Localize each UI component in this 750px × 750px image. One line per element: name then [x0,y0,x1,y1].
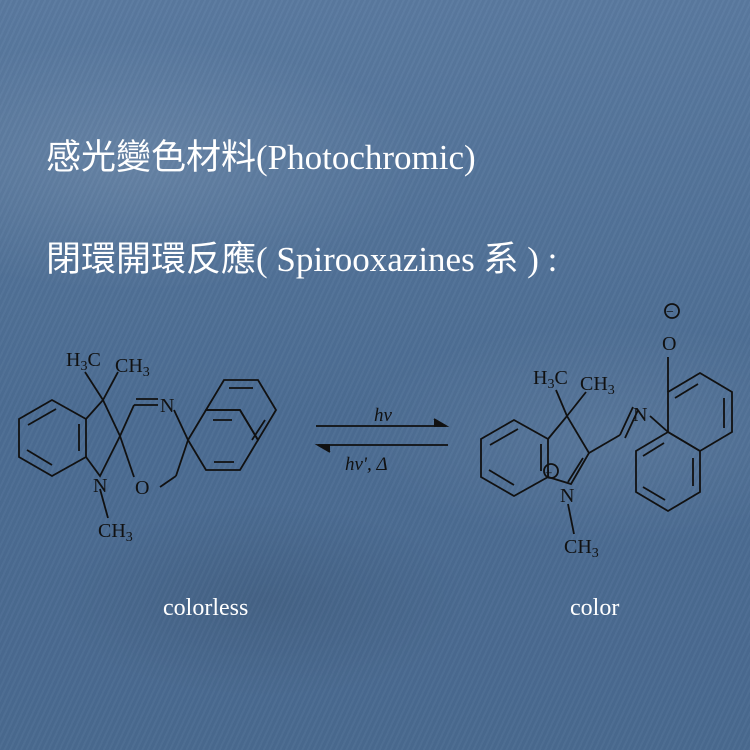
forward-arrowhead [433,418,450,427]
left-pyrrolidine-ring [85,398,122,478]
left-benzene-double-bond [26,449,53,466]
left-naphthalene-ring-a [186,409,260,471]
right-h3c-label: H3C [533,367,568,392]
slide-title: 感光變色材料(Photochromic) [46,138,476,177]
left-oxazine-bond [119,404,135,437]
equilibrium-arrows [314,418,450,453]
molecule-open-form [480,303,733,535]
left-methyl-bond [84,371,104,401]
negative-charge-circle [664,303,680,319]
right-naphthalene-ring-a [667,371,733,453]
right-methyl-bond [555,389,568,417]
right-indolium-n-label: N [560,485,574,507]
molecule-closed-form [18,371,278,519]
slide-subtitle: 閉環開環反應( Spirooxazines 系 ) : [46,240,558,279]
left-ring-n-label: N [93,475,107,497]
right-indolium-ring [547,414,591,486]
right-o-label: O [662,333,676,355]
right-ch3-top-label: CH3 [580,373,615,398]
left-h3c-label: H3C [66,349,101,374]
colorless-label: colorless [163,595,249,621]
right-benzene-double-bond [489,428,519,446]
right-naphthalene-double-bond [642,442,665,457]
forward-condition-label: hv [374,405,393,426]
right-vinyl-bond [588,434,621,454]
left-oxazine-bond [173,409,189,441]
right-methyl-bond [566,391,587,417]
right-n-aryl-bond [649,415,669,433]
right-ch3-bottom-label: CH3 [564,536,599,561]
left-methyl-bond [102,371,119,401]
right-benzene-double-bond [488,469,515,486]
left-ch3-bottom-label: CH3 [98,520,133,545]
right-imine-n-label: N [633,404,647,426]
right-indolium-double-bond [567,457,584,483]
left-naphthalene-ring-b [204,379,278,442]
color-label: color [570,595,620,621]
left-benzene-double-bond [27,408,57,426]
left-o-label: O [135,477,149,499]
negative-charge-sign: − [666,305,674,320]
right-vinyl-bond [619,406,634,436]
right-vinyl-double-bond [624,409,639,439]
left-c-o-bond [175,439,189,477]
left-oxazine-bond [119,435,135,478]
right-naphthalene-ring-b [635,430,701,513]
positive-charge-sign: + [545,465,552,480]
right-n-methyl-bond [567,503,575,535]
left-oxazine-bond [159,475,177,488]
right-naphthalene-double-bond [642,486,666,501]
positive-charge-circle [543,463,559,479]
reverse-condition-label: hv', Δ [345,454,388,475]
right-naphthalene-double-bond [674,383,699,399]
left-n-methyl-bond [99,488,109,519]
left-ch3-top-label: CH3 [115,355,150,380]
left-naphthalene-double-bond [251,419,266,441]
reverse-arrowhead [314,444,331,453]
left-imine-n-label: N [160,395,174,417]
